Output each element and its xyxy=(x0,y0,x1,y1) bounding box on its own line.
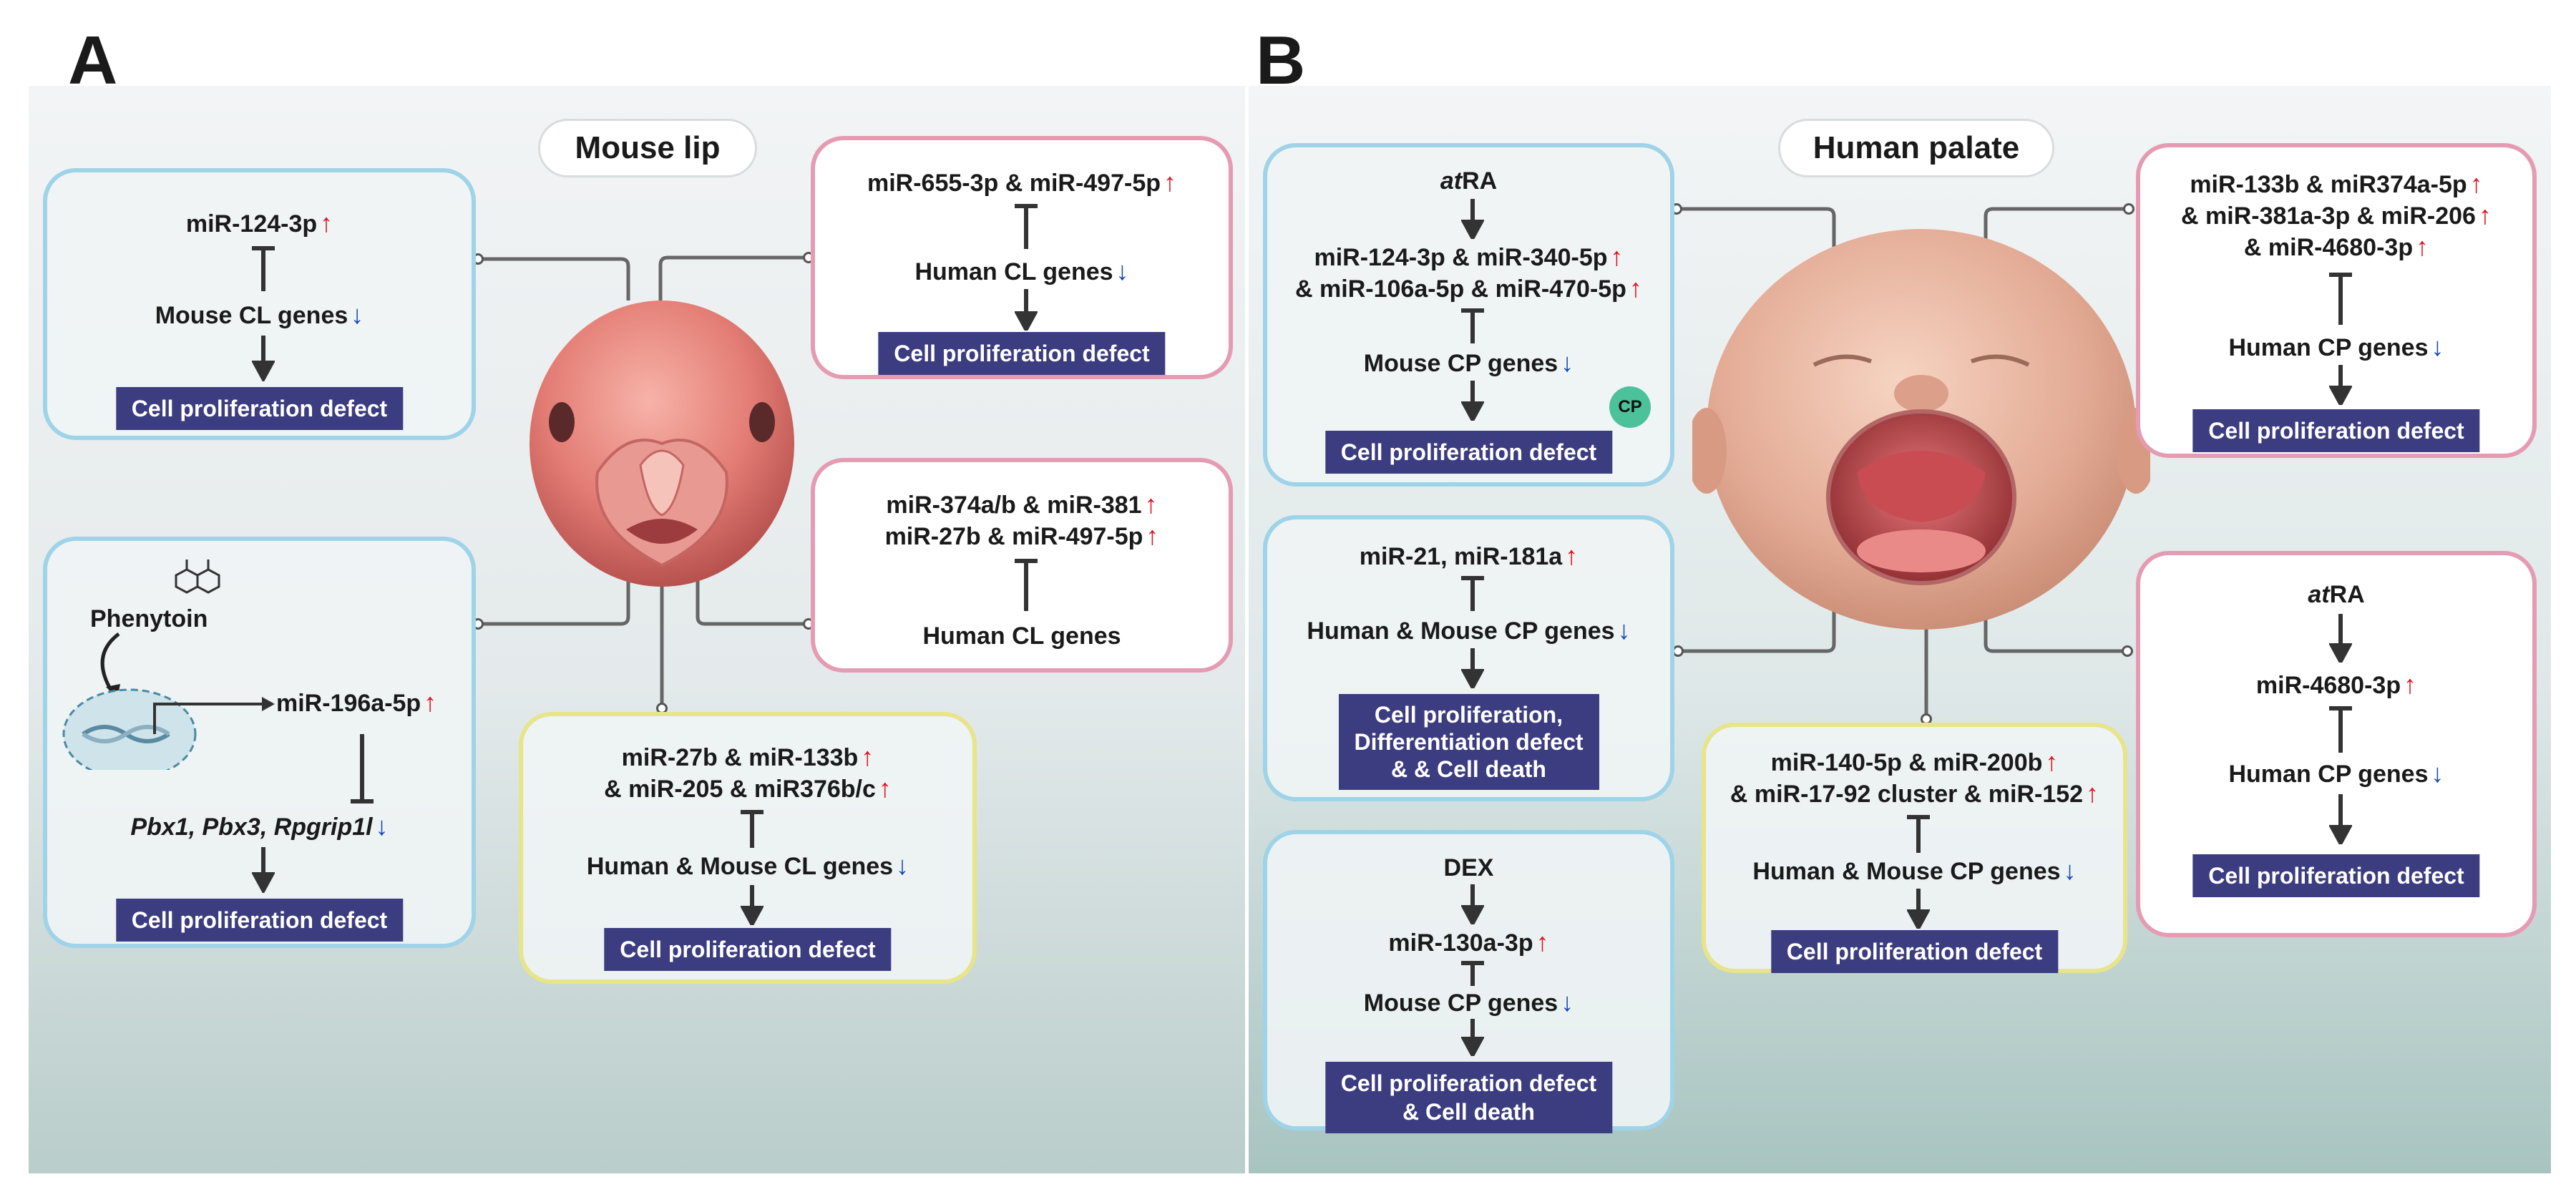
panel-a: Mouse lip miR-124-3p↑ Mouse CL genes↓ Ce… xyxy=(29,86,1245,1173)
mirna-line1: miR-374a/b & miR-381↑ xyxy=(886,489,1158,519)
mirna-line2: & miR-17-92 cluster & miR-152↑ xyxy=(1729,778,2099,808)
down-arrow-icon xyxy=(1461,381,1484,421)
genes-label: Human & Mouse CP genes↓ xyxy=(1307,615,1631,645)
mirna-line2: & miR-106a-5p & miR-470-5p↑ xyxy=(1295,273,1642,303)
inhibition-icon xyxy=(2329,273,2352,325)
defect-label: Cell proliferation, Differentiation defe… xyxy=(1338,694,1599,790)
mirna-box-a5: miR-27b & miR-133b↑ & miR-205 & miR376b/… xyxy=(519,712,977,984)
down-arrow-icon xyxy=(1461,199,1484,239)
drug-label: atRA xyxy=(2308,581,2365,608)
phenytoin-structure-icon xyxy=(175,560,220,594)
mirna-box-a4: Phenytoin miR-196a-5p↑ Pbx1, Pbx3, Rpgri… xyxy=(43,537,476,948)
down-arrow-icon xyxy=(1907,889,1930,929)
drug-label: Phenytoin xyxy=(90,605,208,632)
genes-label: Human CP genes↓ xyxy=(2228,758,2444,788)
defect-label: Cell proliferation defect xyxy=(2192,854,2480,897)
mirna-label: miR-21, miR-181a↑ xyxy=(1359,541,1579,570)
mouse-head-illustration xyxy=(530,301,794,587)
panel-b: Human palate atRA miR-124-3p & miR-340-5… xyxy=(1249,86,2551,1173)
inhibition-icon xyxy=(1907,815,1930,853)
inhibition-icon xyxy=(1015,559,1038,611)
mirna-line1: miR-133b & miR374a-5p↑ xyxy=(2190,169,2483,198)
genes-label: Human CL genes↓ xyxy=(914,256,1129,285)
connector-dot xyxy=(2122,645,2133,657)
defect-label: Cell proliferation defect xyxy=(1770,930,2059,973)
down-arrow-icon xyxy=(1461,648,1484,688)
mirna-box-b1: atRA miR-124-3p & miR-340-5p↑ & miR-106a… xyxy=(1263,143,1674,487)
genes-label: Pbx1, Pbx3, Rpgrip1l↓ xyxy=(130,811,389,841)
mirna-box-a1: miR-124-3p↑ Mouse CL genes↓ Cell prolife… xyxy=(43,168,476,440)
panel-a-connectors xyxy=(478,255,809,708)
inhibition-icon xyxy=(252,246,275,291)
mirna-line2: miR-27b & miR-497-5p↑ xyxy=(884,521,1159,550)
inhibition-icon xyxy=(2329,706,2352,753)
mirna-box-b6: miR-140-5p & miR-200b↑ & miR-17-92 clust… xyxy=(1702,723,2127,973)
down-arrow-icon xyxy=(2329,365,2352,405)
inhibition-icon xyxy=(1461,961,1484,986)
mirna-box-b3: DEX miR-130a-3p↑ Mouse CP genes↓ Cell pr… xyxy=(1263,830,1674,1133)
mirna-label: miR-130a-3p↑ xyxy=(1388,927,1549,957)
genes-label: Mouse CP genes↓ xyxy=(1363,348,1574,377)
mirna-label: miR-4680-3p↑ xyxy=(2255,670,2417,699)
panel-a-title: Mouse lip xyxy=(538,119,757,177)
down-arrow-icon xyxy=(1461,1019,1484,1056)
inhibition-icon xyxy=(1015,204,1038,249)
genes-label: Human CL genes xyxy=(922,622,1121,650)
drug-label: atRA xyxy=(1440,167,1498,195)
down-arrow-icon xyxy=(1461,884,1484,924)
genes-label: Mouse CL genes↓ xyxy=(155,300,364,329)
defect-label: Cell proliferation defect xyxy=(604,928,892,971)
down-arrow-icon xyxy=(252,847,275,893)
connector-dot xyxy=(2123,203,2135,215)
panel-b-title: Human palate xyxy=(1778,119,2054,177)
inhibition-icon xyxy=(741,810,763,848)
defect-label: Cell proliferation defect xyxy=(115,387,404,430)
mirna-label: miR-196a-5p↑ xyxy=(276,688,437,717)
defect-label: Cell proliferation defect xyxy=(1324,431,1613,474)
cp-badge: CP xyxy=(1609,386,1651,428)
inhibition-icon xyxy=(1461,308,1484,343)
defect-label: Cell proliferation defect & Cell death xyxy=(1324,1062,1613,1133)
genes-label: Human CP genes↓ xyxy=(2228,332,2444,361)
genes-label: Human & Mouse CP genes↓ xyxy=(1752,856,2077,885)
mirna-line1: miR-140-5p & miR-200b↑ xyxy=(1770,747,2059,776)
mirna-box-b2: miR-21, miR-181a↑ Human & Mouse CP genes… xyxy=(1263,515,1674,801)
mirna-line3: & miR-4680-3p↑ xyxy=(2243,232,2429,261)
inhibition-icon xyxy=(351,734,374,803)
down-arrow-icon xyxy=(2329,614,2352,663)
defect-label: Cell proliferation defect xyxy=(878,332,1166,375)
drug-label: DEX xyxy=(1443,854,1494,881)
mirna-line2: & miR-205 & miR376b/c↑ xyxy=(604,773,892,803)
mirna-box-a3: miR-374a/b & miR-381↑ miR-27b & miR-497-… xyxy=(811,458,1233,673)
mirna-line1: miR-124-3p & miR-340-5p↑ xyxy=(1314,242,1624,271)
genes-label: Mouse CP genes↓ xyxy=(1363,987,1574,1017)
mirna-box-b4: miR-133b & miR374a-5p↑ & miR-381a-3p & m… xyxy=(2136,143,2537,458)
genes-label: Human & Mouse CL genes↓ xyxy=(586,851,909,880)
inhibition-icon xyxy=(1461,576,1484,611)
defect-label: Cell proliferation defect xyxy=(2192,409,2480,452)
mirna-line1: miR-27b & miR-133b↑ xyxy=(621,742,874,771)
mirna-label: miR-124-3p↑ xyxy=(185,208,333,238)
mirna-line2: & miR-381a-3p & miR-206↑ xyxy=(2181,200,2492,230)
down-arrow-icon xyxy=(741,885,763,925)
down-arrow-icon xyxy=(1015,289,1038,331)
down-arrow-icon xyxy=(2329,794,2352,844)
dna-cell-icon xyxy=(62,632,275,770)
mirna-box-a2: miR-655-3p & miR-497-5p↑ Human CL genes↓… xyxy=(811,136,1233,379)
mirna-label: miR-655-3p & miR-497-5p↑ xyxy=(867,167,1176,197)
down-arrow-icon xyxy=(252,336,275,381)
defect-label: Cell proliferation defect xyxy=(115,899,404,942)
infant-face-illustration xyxy=(1692,229,2150,630)
mirna-box-b5: atRA miR-4680-3p↑ Human CP genes↓ Cell p… xyxy=(2136,551,2537,937)
